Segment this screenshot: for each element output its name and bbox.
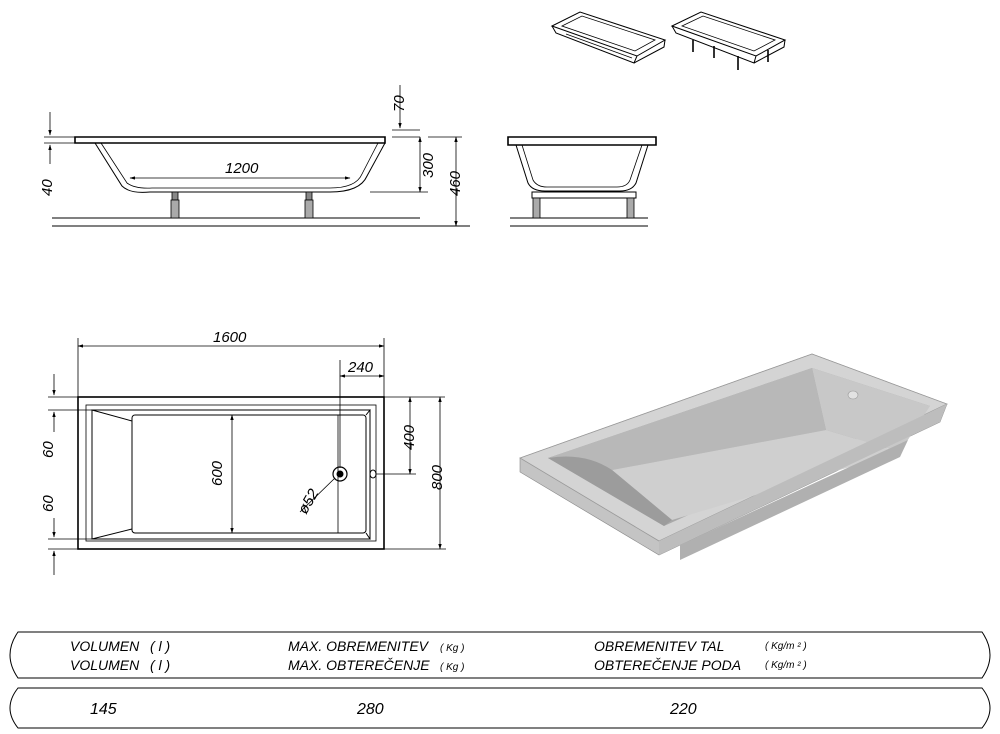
value-volume: 145 [90, 701, 117, 718]
thumbnail-tub-without-legs [550, 11, 667, 64]
value-floor-load: 220 [669, 701, 697, 718]
header-max-load-1: MAX. OBREMENITEV [288, 638, 430, 654]
side-leg-right [304, 191, 314, 219]
dim-width: 800 [429, 464, 446, 490]
dim-total-height: 460 [447, 170, 464, 196]
side-tub-body [94, 142, 386, 193]
plan-view: ø52 1600 240 600 400 800 60 60 [40, 329, 446, 575]
header-floor-load-2: OBTEREČENJE PODA [594, 657, 741, 673]
header-max-load-unit-1: ( Kg ) [440, 643, 464, 654]
dim-margin-top: 60 [40, 441, 57, 458]
plan-outer-rim [77, 396, 385, 550]
header-max-load-2: MAX. OBTEREČENJE [288, 657, 430, 673]
dim-drain-offset: 240 [347, 359, 374, 376]
spec-table-header: VOLUMEN ( l ) MAX. OBREMENITEV ( Kg ) OB… [9, 631, 991, 679]
header-volume-unit-1: ( l ) [150, 638, 170, 654]
plan-inner-basin [131, 414, 367, 534]
thumbnail-tub-with-legs [670, 11, 787, 70]
end-view [507, 136, 657, 227]
end-rim [507, 136, 657, 146]
end-leg-right [626, 197, 635, 219]
end-tub-body [515, 144, 649, 192]
dim-drain-diameter: ø52 [295, 486, 323, 517]
header-floor-load-unit-2: ( Kg/m ² ) [765, 660, 807, 671]
header-volume-2: VOLUMEN [70, 657, 140, 673]
dim-drain-width: 400 [401, 424, 418, 450]
side-view: 1200 40 70 300 460 [39, 85, 470, 227]
header-volume-1: VOLUMEN [70, 638, 140, 654]
dim-length: 1600 [213, 329, 247, 346]
value-max-load: 280 [356, 701, 384, 718]
dim-inner-width: 600 [209, 460, 226, 486]
dim-rim-depth: 70 [391, 95, 408, 112]
header-volume-unit-2: ( l ) [150, 657, 170, 673]
dim-rim-thickness: 40 [39, 179, 56, 196]
header-floor-load-unit-1: ( Kg/m ² ) [765, 641, 807, 652]
spec-table-values: 145 280 220 [9, 687, 991, 729]
header-max-load-unit-2: ( Kg ) [440, 662, 464, 673]
header-floor-load-1: OBREMENITEV TAL [594, 638, 724, 654]
dim-margin-bottom: 60 [40, 495, 57, 512]
end-leg-left [532, 197, 541, 219]
side-rim [74, 136, 386, 144]
side-leg-left [170, 191, 180, 219]
dim-inner-depth: 300 [420, 152, 437, 178]
tub-3d-render [519, 353, 949, 560]
dim-bottom-length: 1200 [225, 160, 259, 177]
